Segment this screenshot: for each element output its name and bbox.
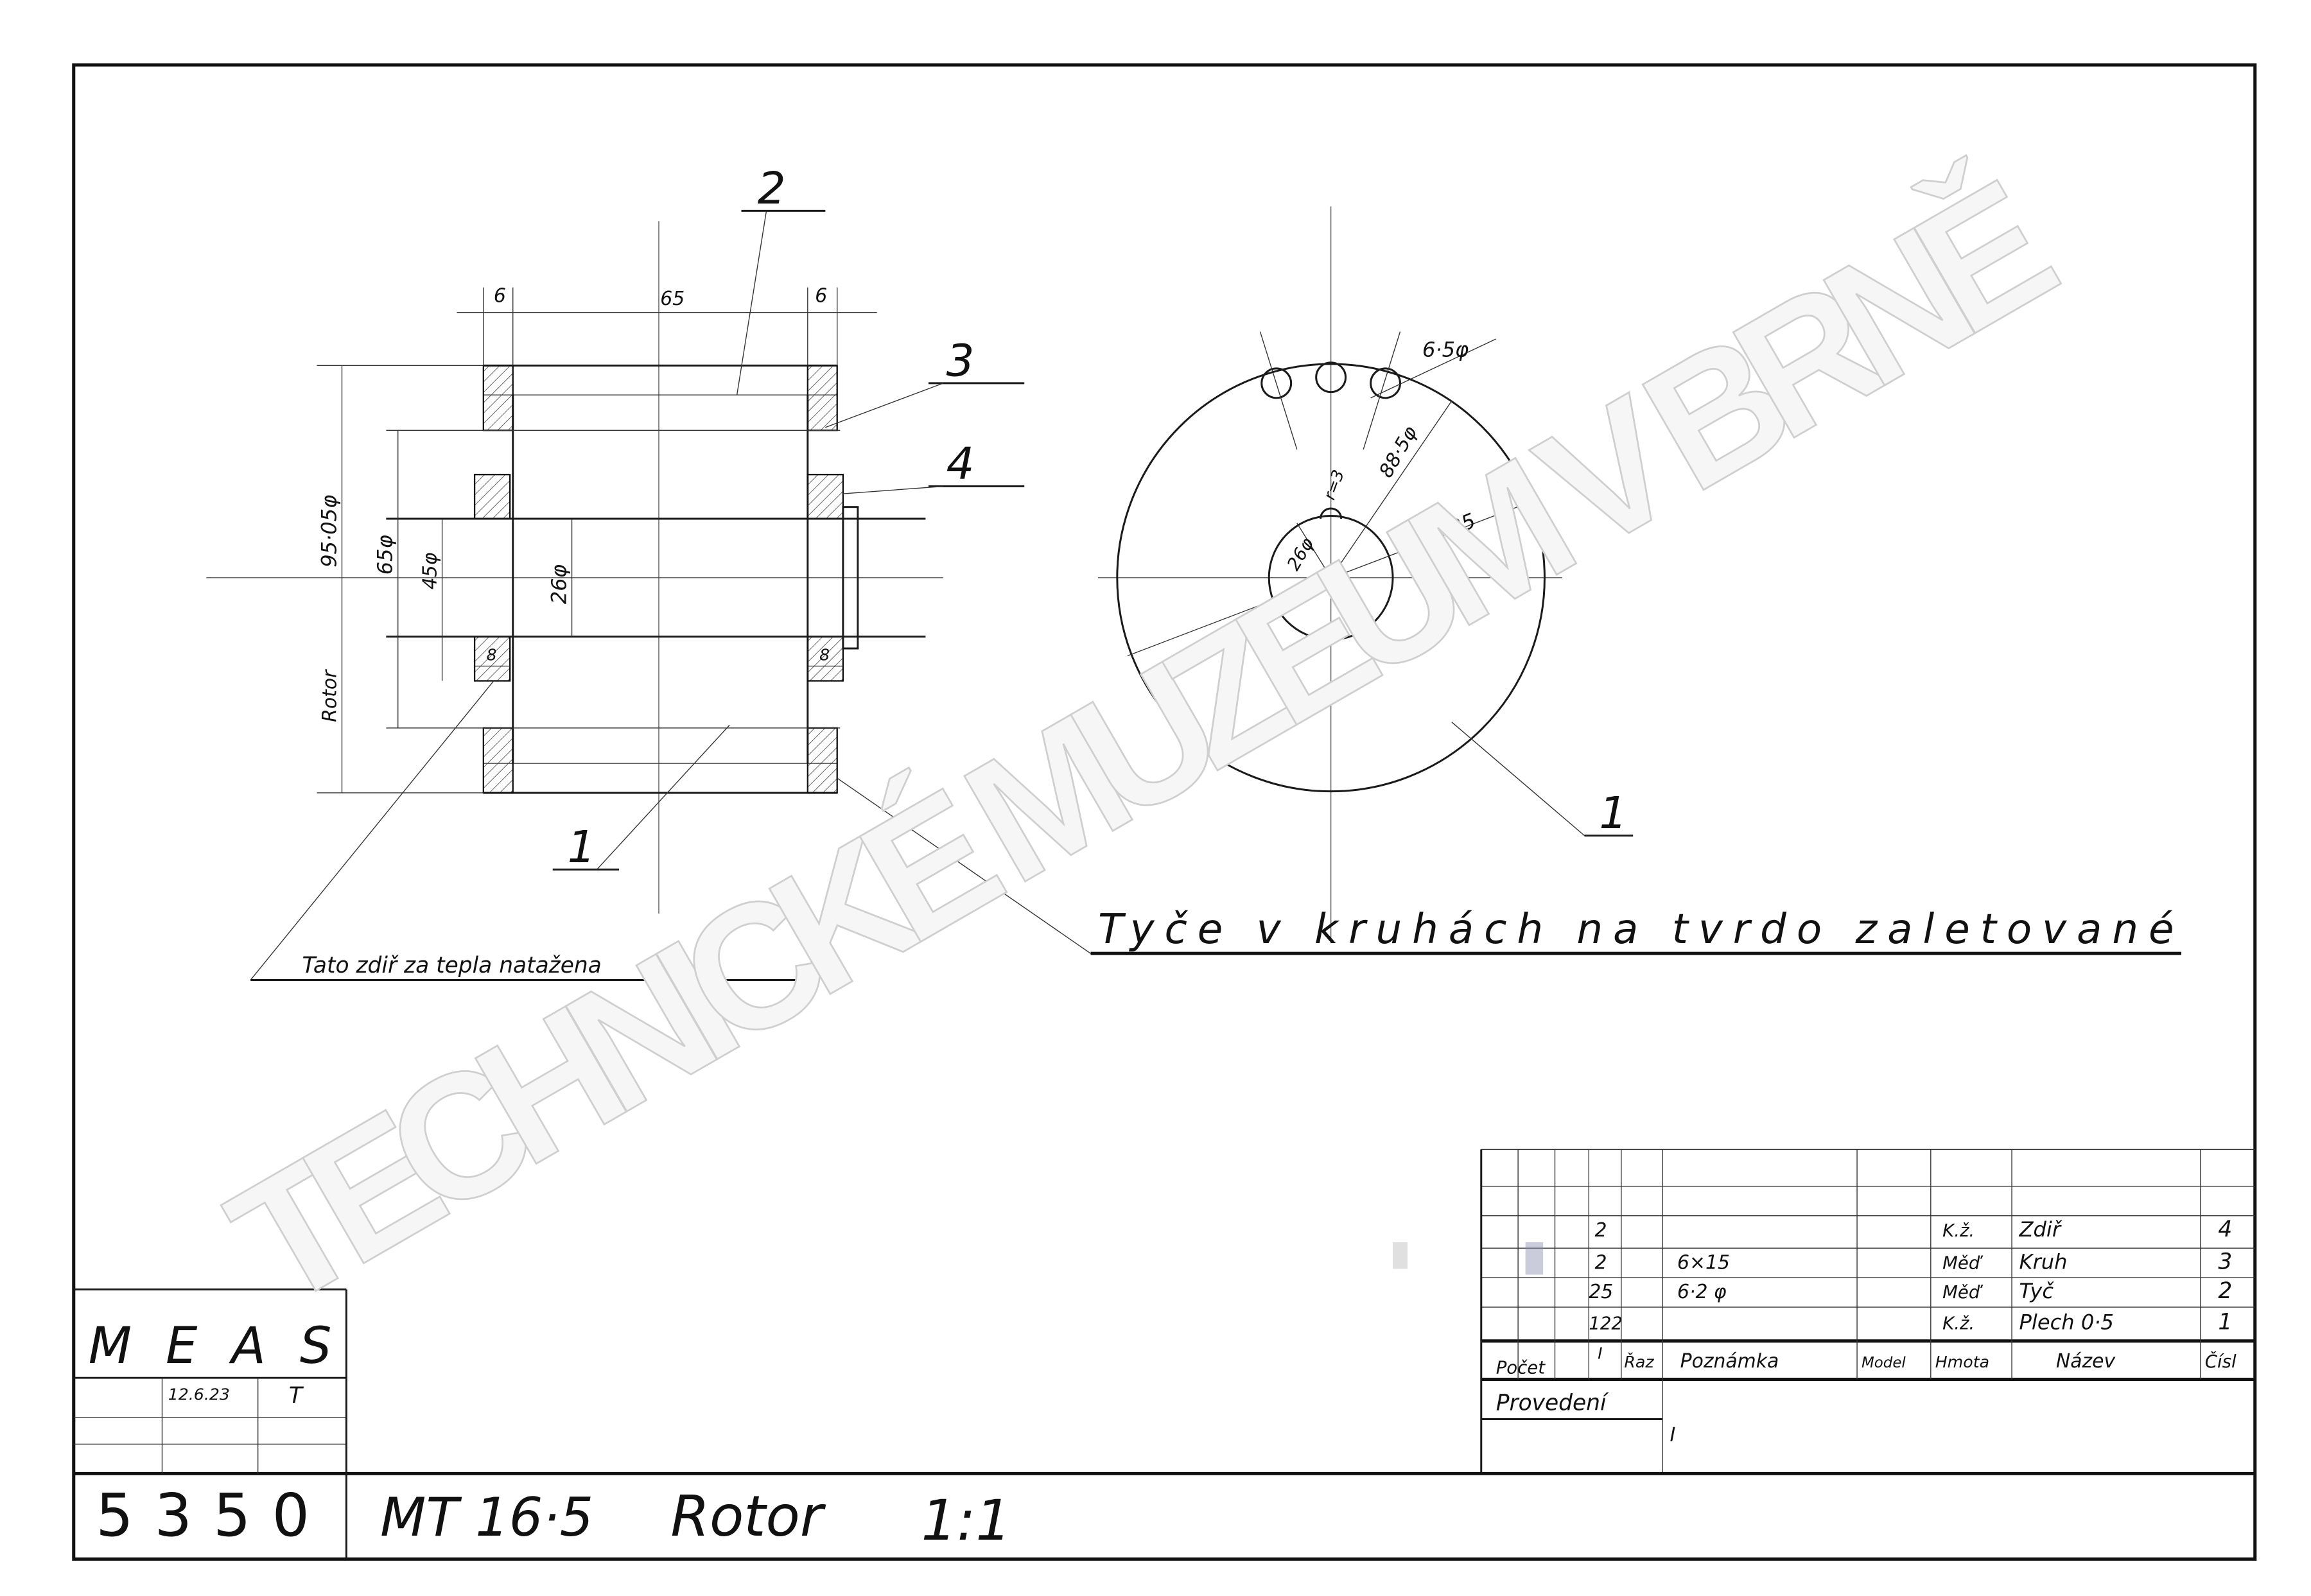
dim-radius: r=3: [1320, 467, 1348, 503]
part-label-2: 2: [758, 163, 786, 214]
part-no: 3: [2218, 1249, 2232, 1274]
header-count: Počet: [1496, 1357, 1546, 1378]
bar-slot: [1370, 367, 1402, 399]
parts-header: Počet I Řaz Poznámka Model Hmota Název Č…: [1496, 1344, 2237, 1378]
part-label-3: 3: [946, 335, 975, 386]
side-label-rotor: Rotor: [318, 669, 341, 722]
header-roman: I: [1598, 1344, 1602, 1362]
header-number: Čísl: [2205, 1350, 2237, 1372]
header-mass: Hmota: [1935, 1353, 1989, 1371]
part-label-4: 4: [946, 438, 975, 490]
dim-45-diameter: 45φ: [419, 552, 441, 589]
part-label-1-side: 1: [568, 822, 596, 873]
dim-26-diameter: 26φ: [546, 564, 571, 604]
checker-initial: T: [289, 1383, 304, 1409]
name: Zdiř: [2019, 1217, 2062, 1242]
name: Tyč: [2019, 1279, 2055, 1303]
material: K.ž.: [1942, 1220, 1975, 1241]
stamp-smudge: [1393, 1242, 1544, 1275]
drawing-number: 5350: [96, 1481, 310, 1550]
rotor-side-view: 6 65 6 95·05φ 65φ 45φ 26φ Rotor 8 8 2 3 …: [206, 163, 1025, 981]
qty: 122: [1589, 1313, 1623, 1333]
header-name: Název: [2056, 1350, 2116, 1373]
wall-bottom-left: [473, 636, 511, 682]
parts-list: 2 K.ž. Zdiř 4 2 6×15 Měď Kruh 3 25 6·2 φ…: [1480, 1149, 2255, 1474]
ring-bottom-right: [807, 727, 838, 794]
part-no: 1: [2218, 1309, 2232, 1335]
name: Plech 0·5: [2019, 1310, 2114, 1334]
part-no: 4: [2218, 1217, 2232, 1242]
dim-wall-right: 8: [819, 645, 830, 664]
note-bars-brazed: Tyče v kruhách na tvrdo zaletované: [1098, 905, 2174, 953]
qty: 25: [1589, 1281, 1613, 1303]
dim-top-mid: 65: [660, 288, 685, 310]
title-block: M E A S 12.6.23 T 5350 MT 16·5 Rotor 1:1: [73, 1288, 2255, 1559]
drawing-scale: 1:1: [921, 1488, 1011, 1554]
dim-wall-left: 8: [486, 645, 496, 664]
drawing-title: Rotor: [670, 1484, 826, 1549]
outer-circle: [1116, 363, 1546, 793]
execution-value: I: [1670, 1424, 1676, 1446]
drawing-border: [72, 63, 2257, 1561]
execution-label: Provedení: [1496, 1391, 1609, 1416]
material: Měď: [1942, 1282, 1984, 1303]
part-label-1-front: 1: [1599, 788, 1627, 839]
note: 6×15: [1677, 1251, 1730, 1274]
machine-type: MT 16·5: [380, 1487, 593, 1548]
bore-circle: [1268, 514, 1394, 641]
dim-outer-diameter: 95·05φ: [317, 495, 341, 568]
dim-bar-diameter: 6·5φ: [1422, 338, 1469, 362]
ring-top-left: [482, 365, 514, 431]
ring-top-right: [807, 365, 838, 431]
dim-top-right: 6: [815, 285, 827, 308]
note-wall-heated: Tato zdiř za tepla natažena: [302, 953, 602, 978]
wall-bottom-right: [807, 636, 844, 682]
name: Kruh: [2019, 1249, 2068, 1274]
parts-row: 2 K.ž. Zdiř 4: [1594, 1217, 2232, 1242]
wall-top-right: [807, 474, 844, 520]
header-note: Poznámka: [1680, 1350, 1779, 1373]
dim-top-left: 6: [494, 285, 506, 308]
bar-slot: [1260, 367, 1293, 399]
parts-row: 2 6×15 Měď Kruh 3: [1594, 1249, 2232, 1274]
ring-bottom-left: [482, 727, 514, 794]
parts-row: 122 K.ž. Plech 0·5 1: [1589, 1309, 2232, 1335]
qty: 2: [1594, 1219, 1607, 1242]
part-no: 2: [2218, 1278, 2232, 1304]
note: 6·2 φ: [1677, 1281, 1727, 1303]
parts-row: 25 6·2 φ Měď Tyč 2: [1589, 1278, 2232, 1304]
drawing-date: 12.6.23: [168, 1385, 230, 1404]
dim-65-diameter: 65φ: [373, 535, 397, 575]
header-ref: Řaz: [1624, 1353, 1654, 1371]
bar-slot: [1315, 361, 1347, 394]
header-model: Model: [1862, 1355, 1906, 1371]
material: K.ž.: [1942, 1313, 1975, 1333]
wall-top-left: [473, 474, 511, 520]
qty: 2: [1594, 1251, 1607, 1274]
material: Měď: [1942, 1253, 1984, 1273]
